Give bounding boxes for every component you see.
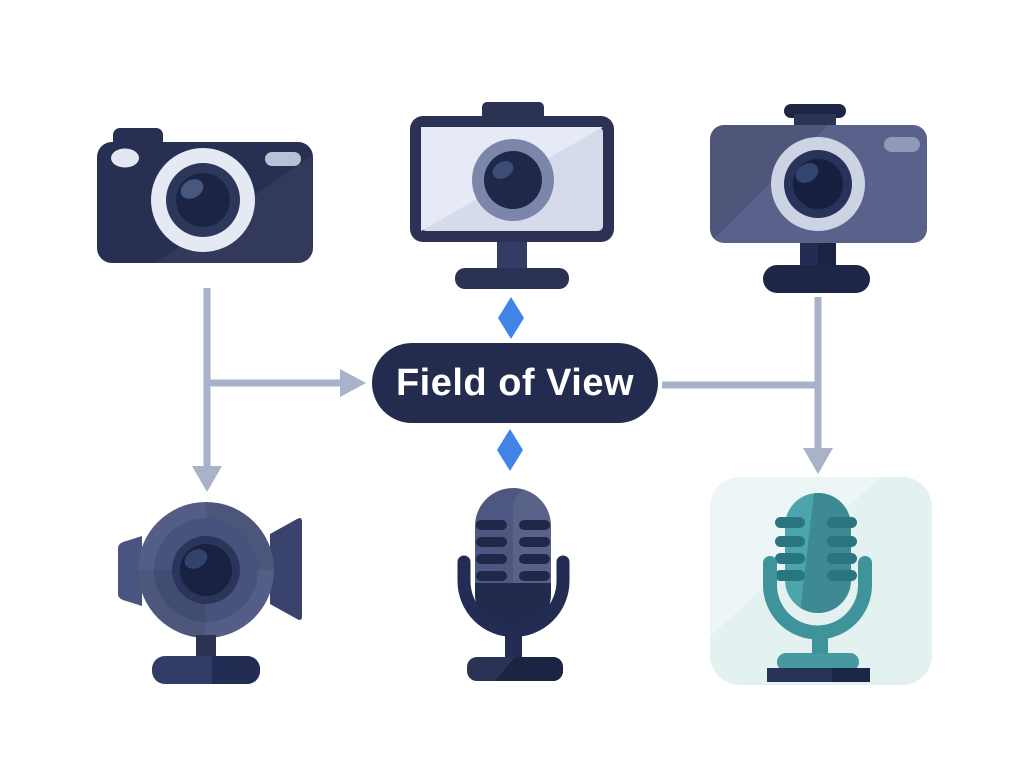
down-arrowhead-right — [803, 448, 833, 474]
field-of-view-pill: Field of View — [372, 343, 658, 423]
webcam-sphere — [138, 502, 274, 638]
teal-mic-grille — [775, 517, 857, 581]
mic-grille — [476, 520, 550, 581]
node-mounted-camera — [708, 103, 928, 293]
mic-cradle — [457, 555, 570, 637]
right-connector — [662, 297, 822, 450]
node-compact-camera — [95, 125, 315, 265]
microphone-icon — [457, 488, 570, 681]
camera-lens — [151, 148, 255, 252]
bottom-diamond — [497, 429, 523, 471]
camera-lens — [771, 137, 865, 231]
top-diamond — [498, 297, 524, 339]
teal-mic-cradle — [763, 556, 872, 640]
node-microphone — [453, 486, 573, 686]
left-connector — [203, 288, 342, 466]
camera-icon — [97, 128, 313, 263]
webcam-left-wing — [118, 536, 142, 606]
monitor-stand-base — [455, 268, 569, 289]
teal-microphone-icon — [710, 477, 932, 685]
teal-mic-base — [777, 653, 859, 671]
camera-chip — [265, 152, 301, 166]
field-of-view-label: Field of View — [395, 361, 635, 404]
monitor-camera-icon — [410, 102, 614, 289]
monitor-lens — [472, 139, 554, 221]
node-microphone-card — [710, 477, 932, 687]
right-arrowhead — [340, 369, 366, 397]
node-webcam — [112, 500, 304, 688]
camera-stand-base — [763, 265, 870, 293]
webcam-icon — [118, 502, 302, 684]
webcam-right-wing — [270, 518, 302, 620]
camera-chip — [884, 137, 920, 152]
camera-flash — [111, 148, 139, 168]
camera-on-stand-icon — [710, 104, 927, 293]
node-monitor-webcam — [408, 100, 616, 290]
down-arrowhead-left — [192, 466, 222, 492]
